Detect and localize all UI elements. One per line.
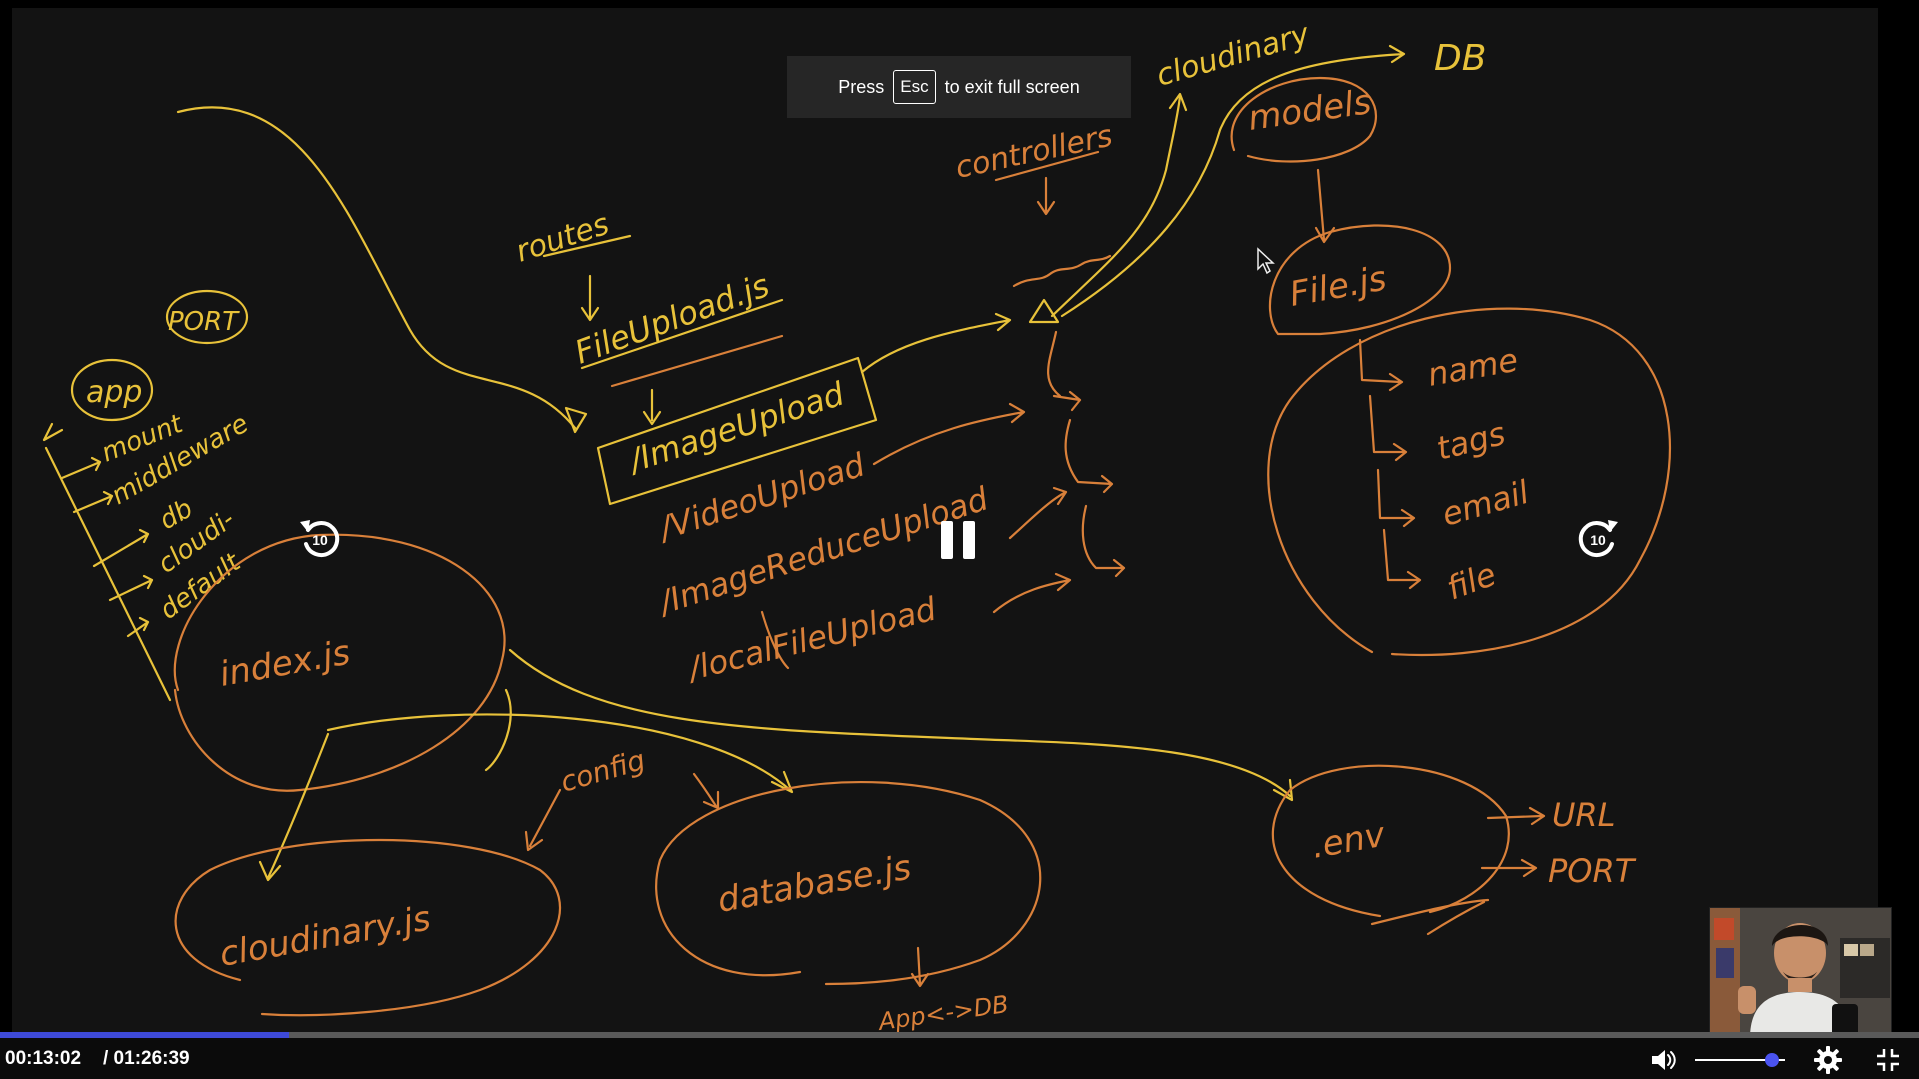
app-circle	[70, 358, 154, 422]
squiggle	[1012, 254, 1112, 288]
skip-forward-seconds: 10	[1590, 532, 1606, 548]
route-arrow	[860, 312, 1012, 374]
to-env-arrow	[508, 648, 1294, 802]
fileupload-label: FileUpload.js	[570, 266, 774, 371]
toast-message: to exit full screen	[944, 76, 1080, 97]
pause-icon-bar	[963, 521, 975, 559]
index-label: index.js	[217, 633, 354, 695]
routes-title: routes	[512, 207, 614, 270]
down-arrow	[642, 388, 662, 426]
env-var: PORT	[1548, 852, 1637, 890]
underline	[580, 298, 784, 370]
to-cloudinary-arrow	[1050, 92, 1188, 318]
underline	[542, 234, 632, 258]
env-arrow	[1480, 858, 1538, 878]
filejs-oval	[1268, 224, 1452, 336]
exit-fullscreen-icon[interactable]	[1875, 1047, 1901, 1073]
filejs-label: File.js	[1287, 259, 1390, 315]
schema-field: email	[1438, 473, 1533, 534]
down-arrow	[1036, 176, 1056, 216]
app-items: mount middleware db cloudi- default	[60, 409, 254, 638]
index-branch	[484, 688, 512, 772]
route-arrow	[1008, 486, 1068, 540]
schema-field: tags	[1433, 414, 1509, 468]
app-list-line	[44, 446, 172, 702]
cursor-icon	[1257, 247, 1275, 275]
total-time: / 01:26:39	[103, 1048, 190, 1069]
presenter-video	[1710, 908, 1891, 1038]
replay-10-icon: 10	[300, 520, 340, 558]
cloudinary-js-oval	[174, 838, 562, 1017]
config-arrow	[692, 772, 720, 810]
schema-fields: name tags email file	[1358, 338, 1533, 608]
volume-track	[1695, 1059, 1785, 1061]
volume-slider[interactable]	[1695, 1052, 1785, 1068]
webcam-overlay	[1709, 907, 1892, 1039]
to-db-arrow	[1060, 44, 1406, 318]
skip-forward-button[interactable]: 10	[1572, 512, 1624, 564]
imageupload-box	[596, 356, 878, 506]
route-arrow	[872, 402, 1026, 466]
pause-button[interactable]	[937, 515, 981, 565]
db-top-label: DB	[1434, 38, 1486, 79]
schema-circle	[1267, 307, 1672, 657]
env-underline	[1370, 898, 1490, 936]
volume-knob[interactable]	[1764, 1053, 1779, 1067]
models-oval	[1230, 76, 1378, 163]
volume-icon[interactable]	[1649, 1047, 1677, 1073]
branch	[1081, 504, 1126, 578]
config-label: config	[557, 743, 649, 798]
port-label: PORT	[168, 307, 240, 337]
schema-field: file	[1442, 555, 1501, 608]
toast-press: Press	[838, 76, 885, 97]
env-arrow	[1486, 806, 1546, 826]
gear-icon[interactable]	[1813, 1045, 1843, 1075]
underline	[994, 150, 1100, 182]
strike	[760, 610, 790, 670]
underline	[610, 334, 784, 388]
index-oval	[173, 533, 506, 792]
esc-key: Esc	[893, 70, 936, 104]
down-arrow	[910, 946, 930, 988]
progress-fill	[0, 1032, 289, 1038]
database-js-label: database.js	[715, 848, 915, 921]
index-to-routes-arrow	[176, 106, 577, 430]
pause-icon	[941, 521, 953, 559]
arrowhead	[564, 406, 588, 434]
cloudinary-js-label: cloudinary.js	[217, 898, 434, 974]
app-db-label: App<->DB	[875, 990, 1010, 1036]
app-list-arrow	[42, 422, 64, 442]
to-cloudinary-js-arrow	[258, 732, 330, 882]
fullscreen-toast: Press Esc to exit full screen	[787, 56, 1131, 118]
env-oval	[1271, 764, 1510, 918]
progress-bar[interactable]	[0, 1032, 1919, 1038]
arrowhead	[1028, 298, 1060, 324]
schema-field: name	[1425, 341, 1521, 394]
skip-back-button[interactable]: 10	[294, 512, 346, 564]
env-label: .env	[1309, 815, 1389, 867]
app-label: app	[86, 375, 142, 410]
database-js-oval	[655, 780, 1042, 986]
config-arrow	[524, 788, 562, 852]
branch	[1047, 330, 1082, 412]
skip-back-seconds: 10	[312, 532, 328, 548]
route-item: /localFileUpload	[682, 589, 941, 688]
route-arrow	[992, 572, 1072, 614]
branch	[1064, 418, 1114, 494]
controllers-label: controllers	[952, 118, 1115, 185]
forward-10-icon: 10	[1578, 520, 1618, 558]
player-controls	[0, 1032, 1919, 1079]
env-var: URL	[1552, 796, 1615, 834]
port-circle	[165, 289, 249, 345]
to-database-js-arrow	[326, 713, 794, 794]
current-time: 00:13:02	[5, 1048, 82, 1069]
down-arrow	[580, 274, 600, 322]
